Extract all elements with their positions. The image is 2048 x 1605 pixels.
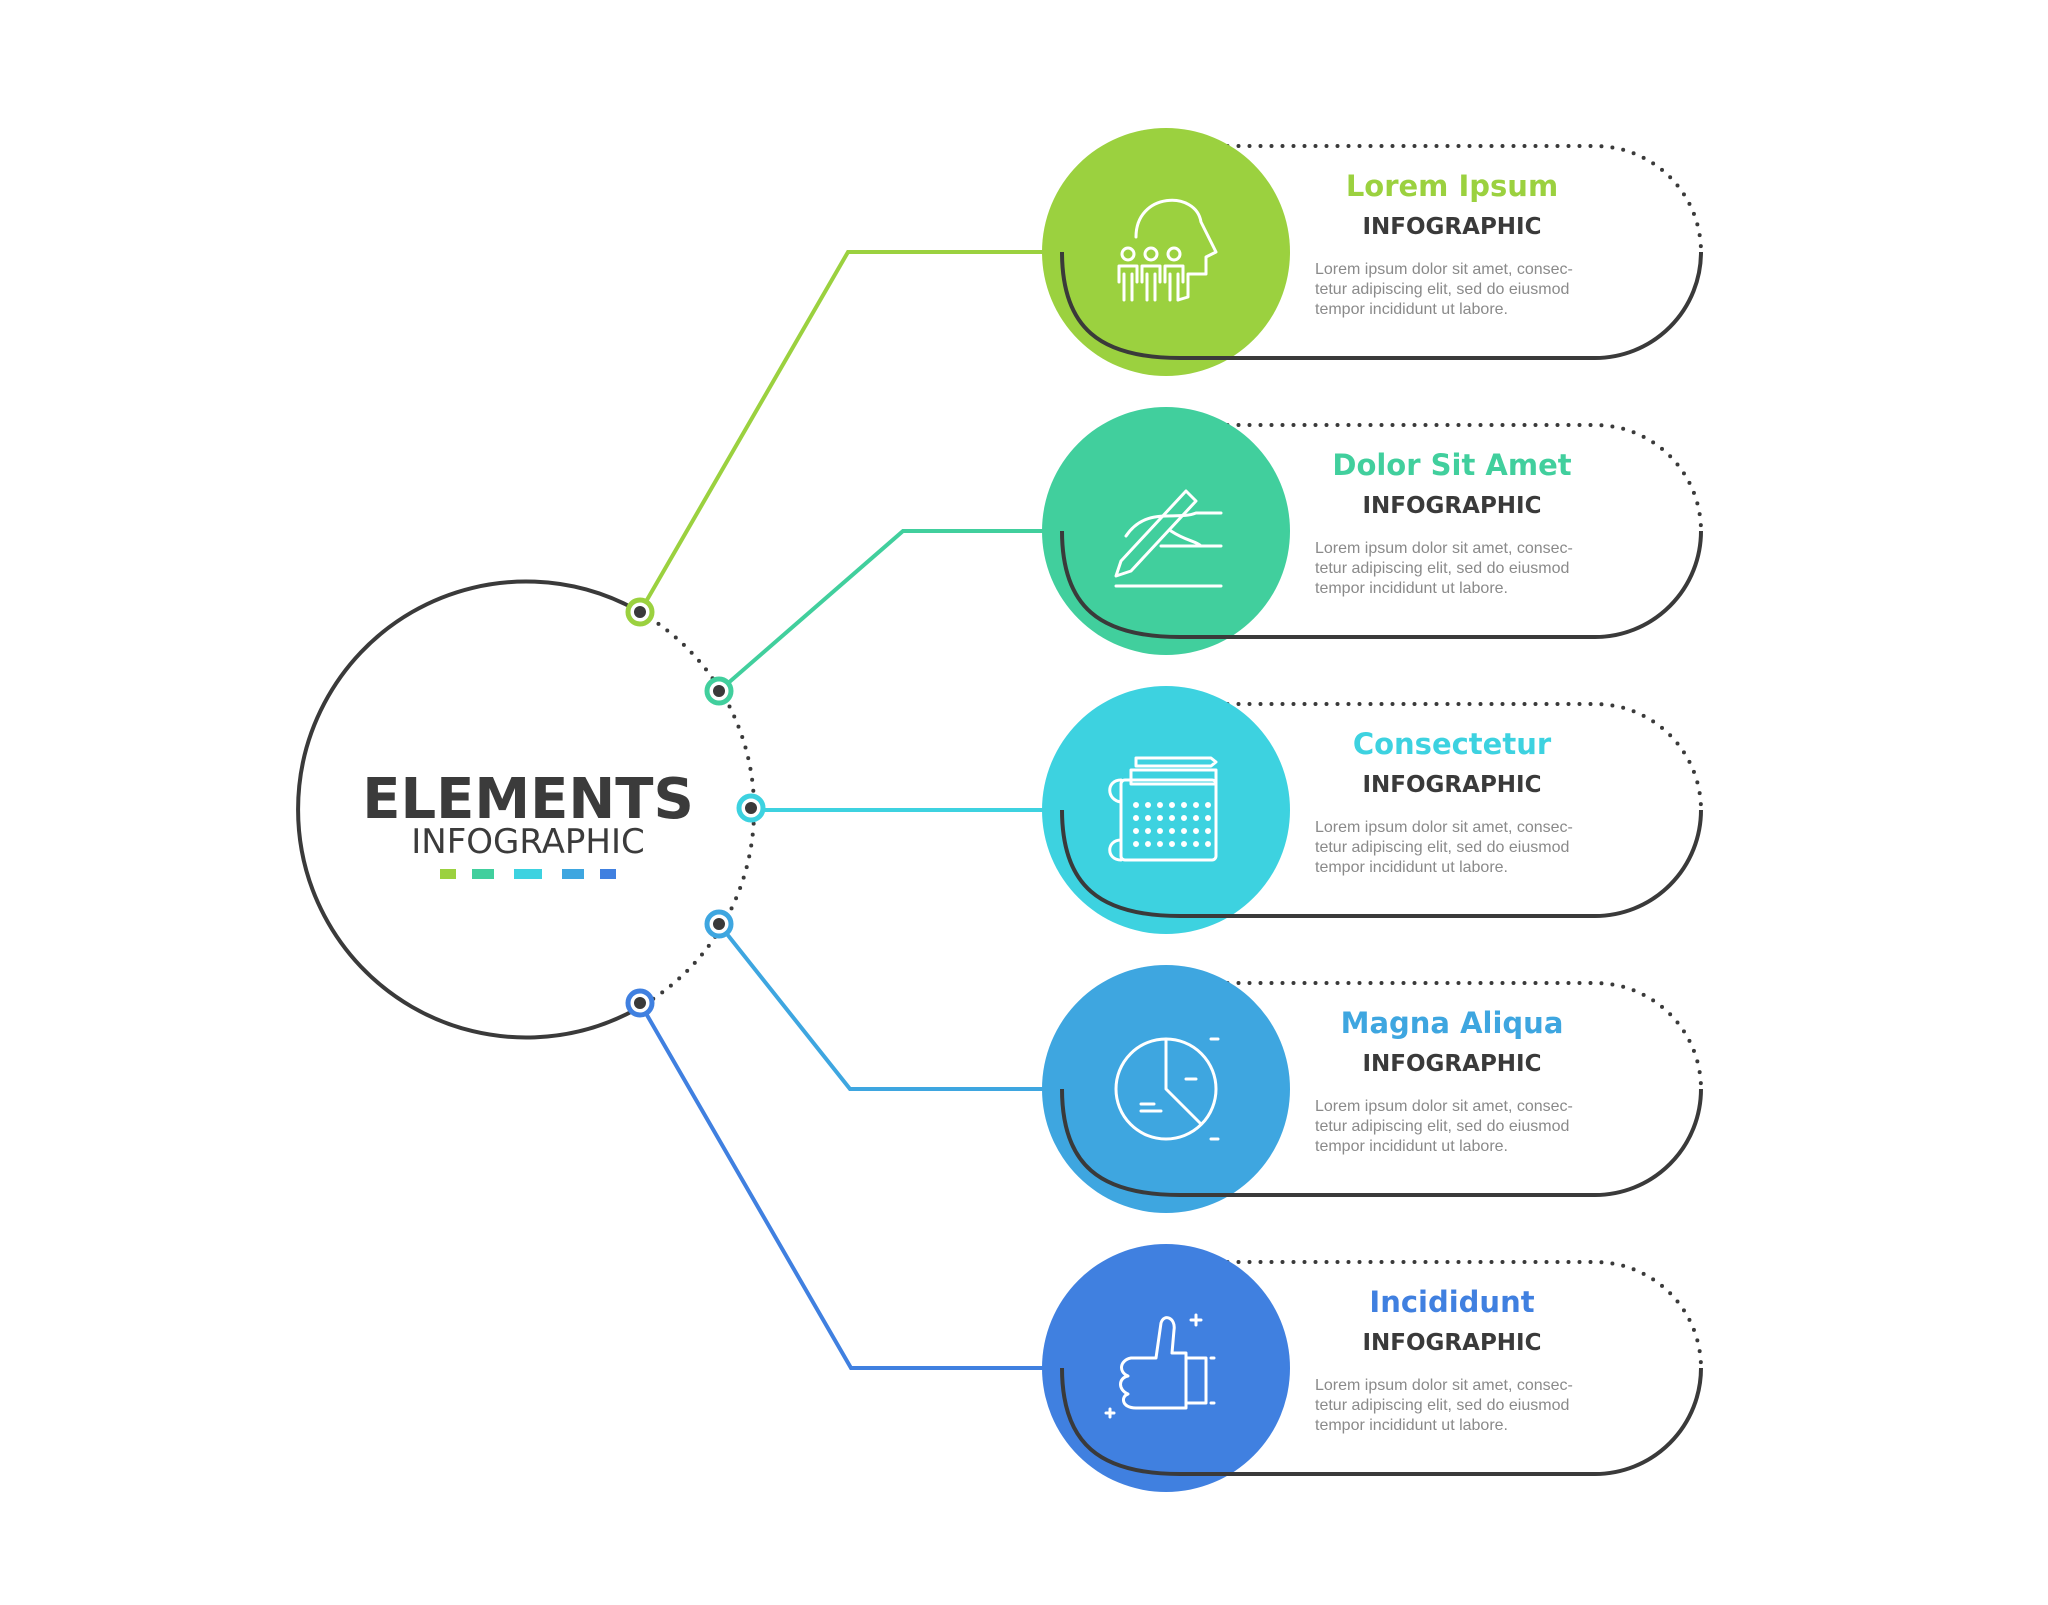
step-title: Dolor Sit Amet <box>1332 448 1571 482</box>
step-description-line: tempor incididunt ut labore. <box>1315 1417 1508 1434</box>
step-description-line: tempor incididunt ut labore. <box>1315 580 1508 597</box>
connector-line <box>638 1001 1045 1370</box>
hub-color-dashes <box>440 869 616 879</box>
connector-line <box>638 250 1045 614</box>
step-subtitle: INFOGRAPHIC <box>1362 493 1541 519</box>
step-subtitle: INFOGRAPHIC <box>1362 1330 1541 1356</box>
step-title: Lorem Ipsum <box>1346 169 1558 203</box>
step-description-line: tetur adipiscing elit, sed do eiusmod <box>1315 1118 1569 1135</box>
connector-line <box>717 529 1045 693</box>
hub-dash-1 <box>440 869 456 879</box>
pie-chart-icon <box>1114 1037 1220 1141</box>
connector-line <box>717 922 1045 1091</box>
step-description-line: Lorem ipsum dolor sit amet, consec- <box>1315 1098 1573 1115</box>
step-description-line: Lorem ipsum dolor sit amet, consec- <box>1315 540 1573 557</box>
hub-ring-dotted <box>638 610 757 1009</box>
step-title: Consectetur <box>1353 727 1552 761</box>
step-subtitle: INFOGRAPHIC <box>1362 772 1541 798</box>
connector-node-dot <box>745 802 757 814</box>
card-outline-solid <box>1060 1367 1703 1476</box>
card-outline-dotted <box>1060 702 1703 812</box>
step-description-line: Lorem ipsum dolor sit amet, consec- <box>1315 1377 1573 1394</box>
connector-2 <box>704 529 1045 706</box>
blueprint-ruler-icon <box>1108 756 1218 862</box>
hub-subtitle: INFOGRAPHIC <box>411 822 644 862</box>
thumbs-up-icon <box>1104 1313 1216 1419</box>
connector-1 <box>625 250 1045 627</box>
hub: ELEMENTS INFOGRAPHIC <box>296 579 757 1040</box>
connector-5 <box>625 988 1045 1370</box>
step-circle <box>1042 128 1290 376</box>
card-outline-solid <box>1060 251 1703 360</box>
connector-node-dot <box>713 918 725 930</box>
step-title: Magna Aliqua <box>1341 1006 1564 1040</box>
hub-dash-4 <box>562 869 584 879</box>
hand-pencil-icon <box>1114 489 1223 588</box>
team-head-icon <box>1117 198 1218 302</box>
connector-line <box>749 808 1045 812</box>
step-description-line: tetur adipiscing elit, sed do eiusmod <box>1315 1397 1569 1414</box>
step-circle <box>1042 686 1290 934</box>
connector-node-dot <box>713 685 725 697</box>
step-description-line: tetur adipiscing elit, sed do eiusmod <box>1315 281 1569 298</box>
card-outline-solid <box>1060 530 1703 639</box>
step-subtitle: INFOGRAPHIC <box>1362 1051 1541 1077</box>
step-title: Incididunt <box>1369 1285 1534 1319</box>
hub-dash-5 <box>600 869 616 879</box>
step-description-line: Lorem ipsum dolor sit amet, consec- <box>1315 261 1573 278</box>
connector-3 <box>736 793 1045 823</box>
connector-node-dot <box>634 997 646 1009</box>
step-description-line: Lorem ipsum dolor sit amet, consec- <box>1315 819 1573 836</box>
step-description-line: tetur adipiscing elit, sed do eiusmod <box>1315 839 1569 856</box>
hub-dash-2 <box>472 869 494 879</box>
hub-title: ELEMENTS <box>362 767 694 832</box>
connector-4 <box>704 909 1045 1091</box>
step-circle <box>1042 407 1290 655</box>
card-outline-dotted <box>1060 1260 1703 1370</box>
card-outline-solid <box>1060 809 1703 918</box>
step-description-line: tempor incididunt ut labore. <box>1315 1138 1508 1155</box>
card-outline-solid <box>1060 1088 1703 1197</box>
card-outline-dotted <box>1060 423 1703 533</box>
step-description-line: tempor incididunt ut labore. <box>1315 301 1508 318</box>
step-circle <box>1042 1244 1290 1492</box>
step-description-line: tetur adipiscing elit, sed do eiusmod <box>1315 560 1569 577</box>
connector-node-dot <box>634 606 646 618</box>
step-subtitle: INFOGRAPHIC <box>1362 214 1541 240</box>
step-description-line: tempor incididunt ut labore. <box>1315 859 1508 876</box>
hub-dash-3 <box>514 869 542 879</box>
card-outline-dotted <box>1060 981 1703 1091</box>
connectors <box>625 250 1045 1370</box>
card-outline-dotted <box>1060 144 1703 254</box>
hub-ring-solid <box>296 579 641 1040</box>
